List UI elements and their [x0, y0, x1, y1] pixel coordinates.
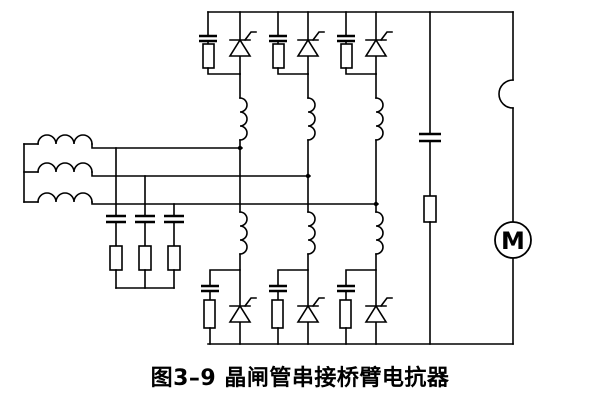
motor-icon: M: [494, 221, 532, 259]
upper-arm-3: [337, 11, 393, 205]
winding-c: [23, 192, 379, 205]
winding-a: [23, 134, 243, 149]
inductor-icon: [239, 97, 248, 141]
smoothing-reactor-icon: [498, 79, 514, 109]
thyristor-icon: [364, 31, 393, 57]
inductor-icon: [239, 211, 248, 255]
rc-snubber-3: [164, 203, 184, 289]
dc-output-branch: M: [494, 11, 532, 345]
inductor-icon: [375, 211, 384, 255]
thyristor-icon: [296, 297, 325, 323]
rc-snubber-2: [135, 175, 155, 289]
inductor-icon: [307, 211, 316, 255]
lower-arm-3: [337, 203, 393, 345]
inductor-icon: [307, 97, 316, 141]
dc-rc-snubber: [419, 11, 441, 345]
upper-arm-1: [199, 11, 257, 149]
inductor-icon: [375, 97, 384, 141]
junction-dots: [237, 145, 379, 207]
thyristor-icon: [228, 31, 257, 57]
rc-snubber-1: [106, 147, 126, 289]
winding-b: [23, 162, 311, 177]
transformer-windings: [23, 134, 379, 205]
thyristor-icon: [296, 31, 325, 57]
lower-arm-1: [201, 147, 257, 345]
lower-arm-2: [269, 175, 325, 345]
figure-caption: 图3–9 晶闸管串接桥臂电抗器: [150, 366, 450, 391]
thyristor-icon: [364, 297, 393, 323]
motor-label: M: [501, 227, 525, 255]
upper-arm-2: [269, 11, 325, 177]
thyristor-icon: [228, 297, 257, 323]
input-rc-snubbers: [106, 147, 184, 289]
